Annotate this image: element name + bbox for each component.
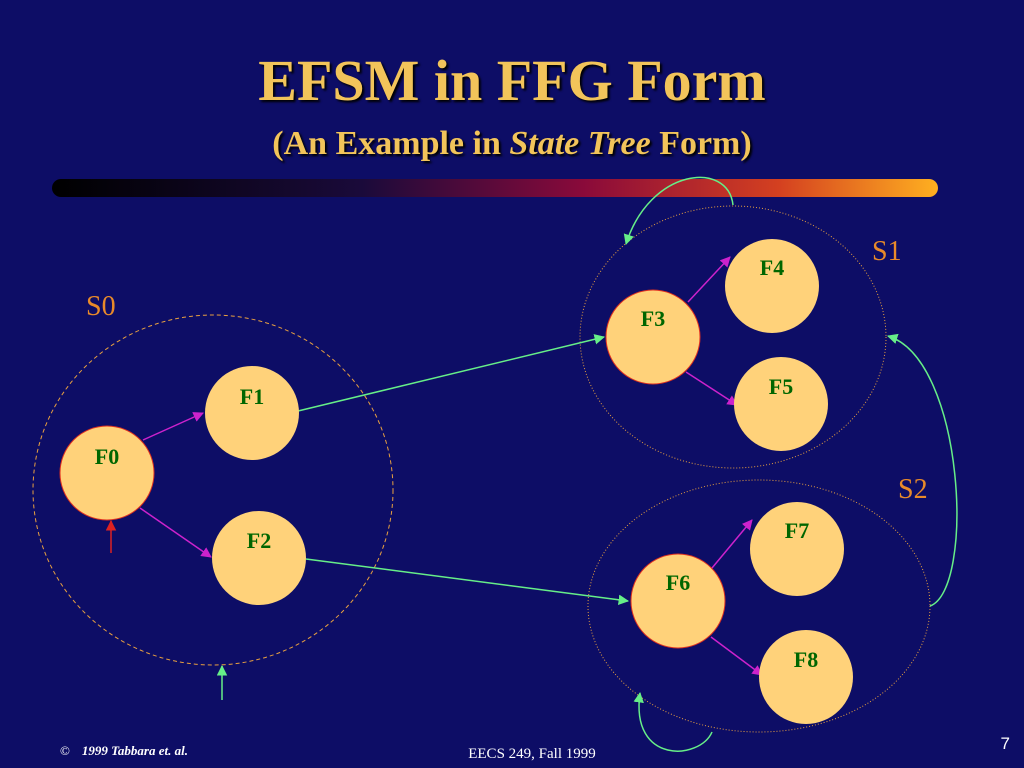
footer-copyright: © 1999 Tabbara et. al.: [60, 743, 188, 759]
state-label-s2: S2: [898, 474, 928, 505]
node-label-f3: F3: [641, 306, 665, 331]
copyright-text: 1999 Tabbara et. al.: [81, 743, 188, 758]
loop-s2-self: [633, 691, 713, 752]
node-f5: F5: [734, 357, 828, 451]
title-divider-bar: [52, 179, 938, 197]
node-label-f6: F6: [666, 570, 690, 595]
node-f4: F4: [725, 239, 819, 333]
node-f2: F2: [212, 511, 306, 605]
node-f0: F0: [59, 425, 155, 521]
copyright-symbol: ©: [60, 743, 70, 758]
node-f1: F1: [205, 366, 299, 460]
node-f3: F3: [605, 289, 701, 385]
edge-f6-f7: [711, 519, 753, 569]
node-label-f8: F8: [794, 647, 818, 672]
state-label-s0: S0: [86, 291, 116, 322]
node-label-f5: F5: [769, 374, 793, 399]
edge-f1-f3: [297, 334, 606, 412]
state-label-s1: S1: [872, 236, 902, 267]
edge-f3-f4: [687, 256, 731, 303]
edge-s2-s1: [886, 333, 958, 607]
node-f8: F8: [759, 630, 853, 724]
state-s0-boundary: [32, 314, 394, 666]
edge-f2-f6: [305, 558, 630, 605]
subtitle-prefix: (An Example in: [272, 125, 510, 162]
edge-f3-f5: [685, 371, 738, 406]
slide-subtitle: (An Example in State Tree Form): [0, 124, 1024, 164]
slide-title: EFSM in FFG Form: [258, 48, 766, 113]
loop-s1-self: [623, 176, 734, 246]
footer-course: EECS 249, Fall 1999: [468, 746, 596, 762]
subtitle-italic: State Tree: [509, 125, 651, 162]
edge-f0-f1: [142, 412, 204, 441]
edge-f6-f8: [710, 636, 763, 676]
node-label-f0: F0: [95, 444, 119, 469]
node-label-f1: F1: [240, 384, 264, 409]
subtitle-suffix: Form): [650, 125, 752, 162]
node-label-f4: F4: [760, 255, 784, 280]
node-f7: F7: [750, 502, 844, 596]
node-label-f2: F2: [247, 528, 271, 553]
slide-number: 7: [1000, 734, 1010, 753]
node-label-f7: F7: [785, 518, 809, 543]
edge-f0-f2: [139, 507, 212, 558]
node-f6: F6: [630, 553, 726, 649]
state-s1-boundary: [579, 205, 887, 469]
